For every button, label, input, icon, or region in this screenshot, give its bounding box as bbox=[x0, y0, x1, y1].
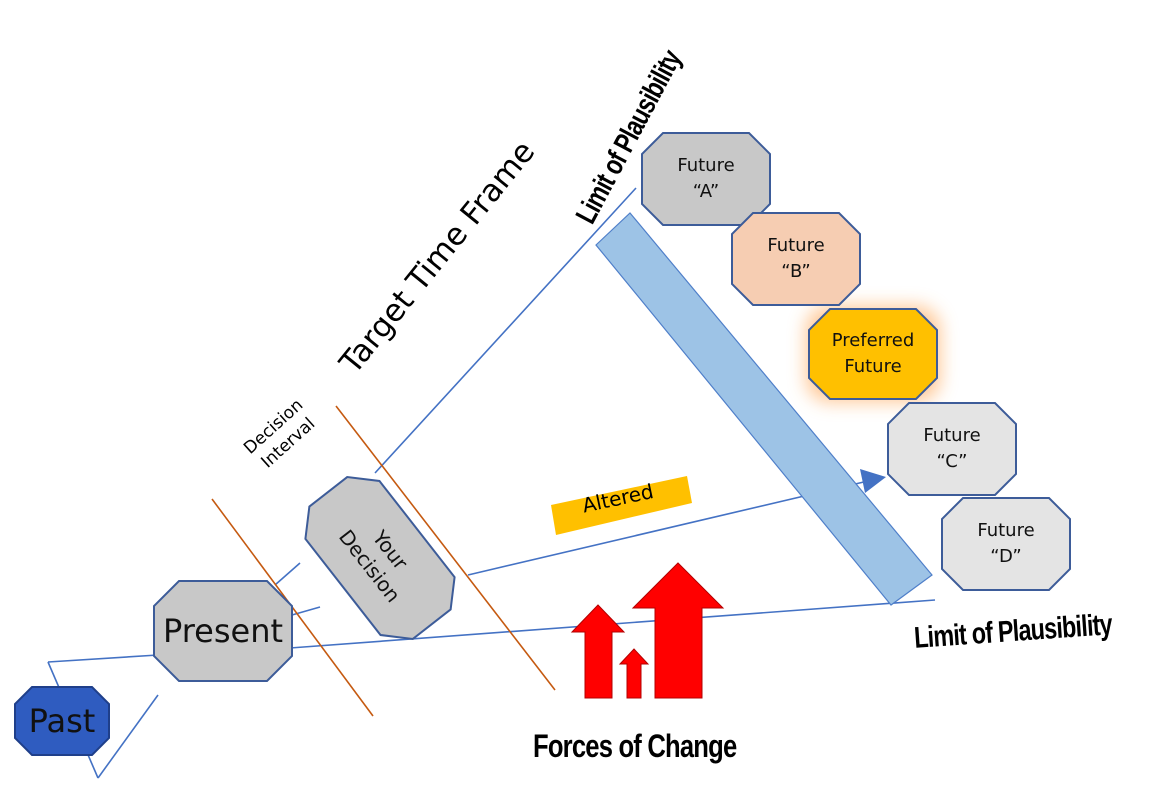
node-preferred-future: Preferred Future bbox=[808, 308, 938, 400]
node-present: Present bbox=[153, 580, 293, 682]
altered-label-box bbox=[551, 476, 692, 535]
node-past: Past bbox=[14, 686, 110, 756]
cone-line-decision-upper bbox=[374, 187, 637, 474]
node-future-c: Future “C” bbox=[887, 402, 1017, 496]
node-past-label: Past bbox=[28, 702, 96, 740]
node-future-d: Future “D” bbox=[941, 497, 1071, 591]
node-present-label: Present bbox=[162, 612, 284, 650]
force-arrow-large bbox=[631, 562, 725, 699]
node-future-a-label: Future “A” bbox=[677, 155, 735, 202]
force-arrow-medium bbox=[570, 604, 626, 699]
node-future-b-label: Future “B” bbox=[767, 235, 825, 282]
node-future-c-label: Future “C” bbox=[923, 425, 981, 472]
forces-of-change-label: Forces of Change bbox=[533, 728, 737, 764]
decision-interval-line-right bbox=[335, 405, 556, 691]
node-preferred-future-label: Preferred Future bbox=[831, 330, 915, 377]
cone-line-present-upper bbox=[274, 562, 301, 586]
node-future-b: Future “B” bbox=[731, 212, 861, 306]
force-arrow-small bbox=[618, 648, 650, 699]
altered-trajectory-arrowhead bbox=[860, 469, 886, 493]
node-your-decision: Your Decision bbox=[290, 461, 470, 654]
altered-trajectory-line bbox=[467, 480, 869, 576]
cone-line-past-to-present bbox=[97, 694, 159, 779]
target-time-frame-band bbox=[595, 212, 933, 606]
cone-line-past-upper bbox=[47, 654, 159, 663]
node-future-d-label: Future “D” bbox=[977, 520, 1035, 567]
